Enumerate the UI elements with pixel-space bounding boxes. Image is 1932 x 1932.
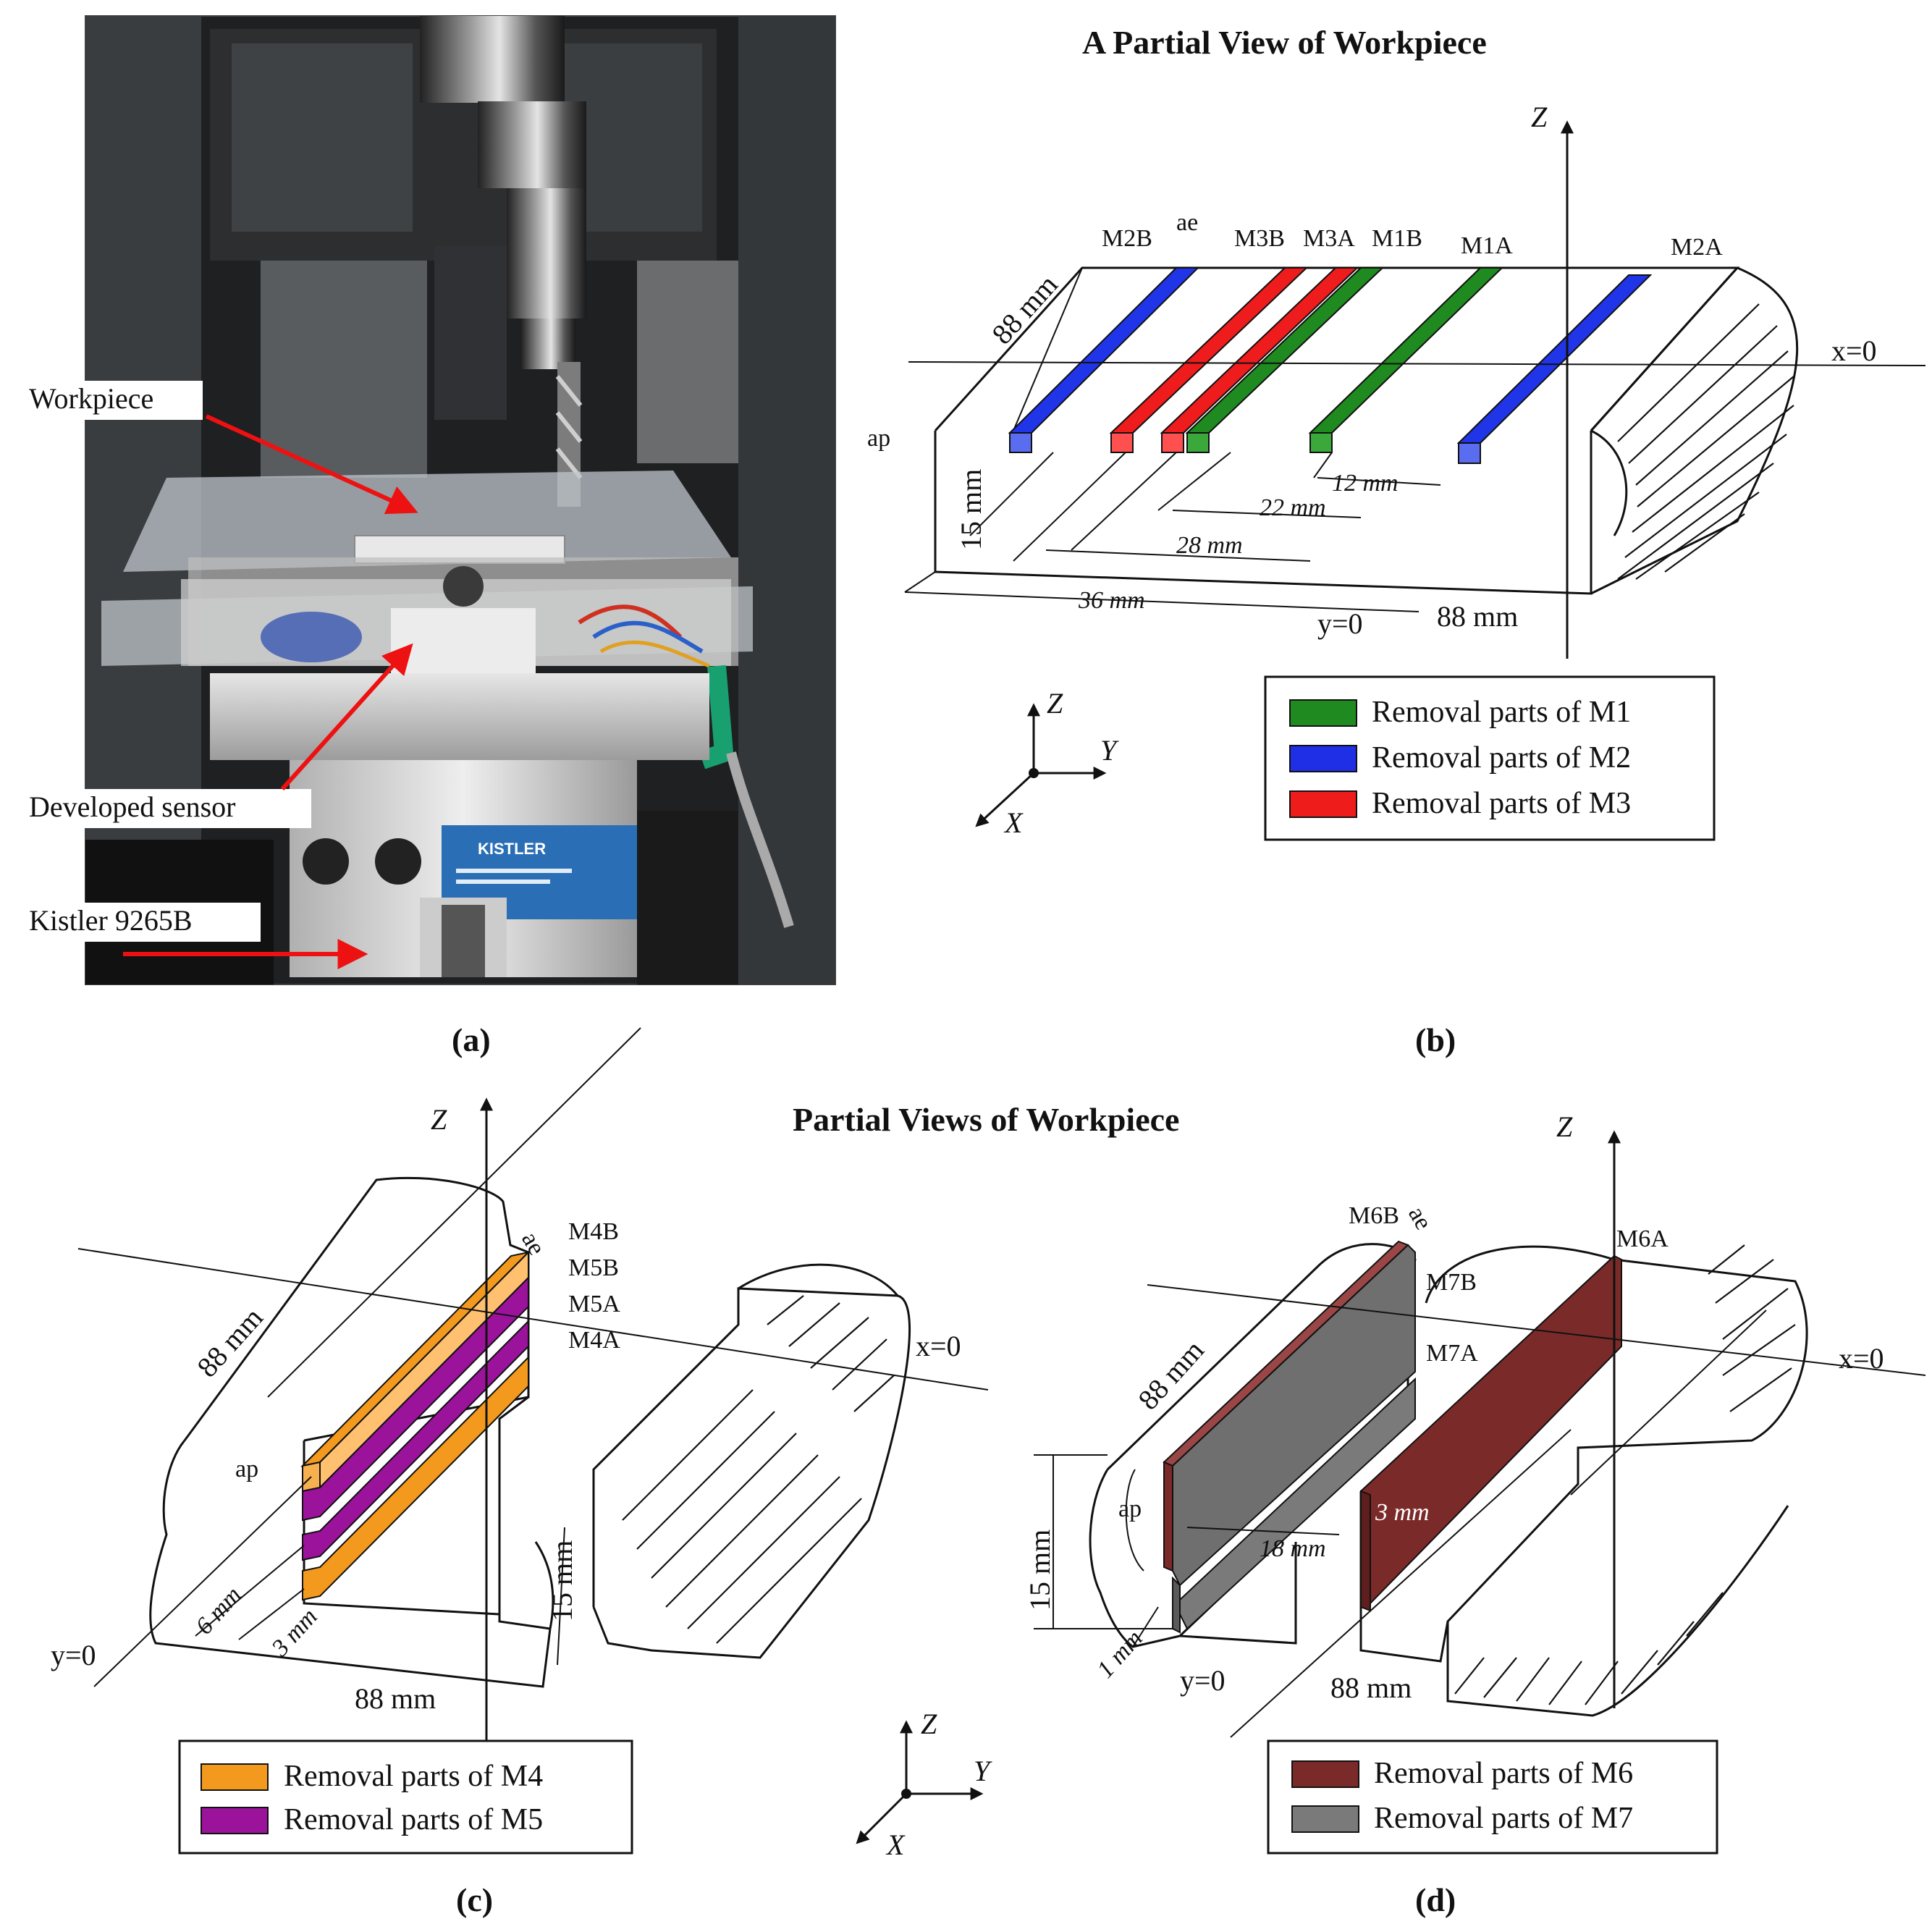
legend-label-m4: Removal parts of M4	[284, 1760, 543, 1793]
legend-swatch-m1	[1289, 699, 1357, 727]
workpiece-label: Workpiece	[29, 382, 153, 415]
legend-swatch-m5	[201, 1807, 269, 1834]
panel-d-z-axis: Z	[1556, 1110, 1573, 1143]
panel-d-slot-m6a: M6A	[1616, 1226, 1669, 1252]
panel-c-dim-height: 15 mm	[546, 1540, 578, 1621]
caption-d: (d)	[1415, 1881, 1456, 1918]
bar-m3a	[1160, 267, 1359, 453]
panel-b-dim-12: 12 mm	[1332, 470, 1399, 497]
panel-d-slot-m6b: M6B	[1349, 1202, 1399, 1229]
panel-c-slot-m5b: M5B	[568, 1254, 619, 1281]
panel-c-slot-m4a: M4A	[568, 1327, 620, 1354]
panel-c-slot-m4b: M4B	[568, 1218, 619, 1245]
panel-b-y0: y=0	[1317, 607, 1363, 640]
panel-b: A Partial View of Workpiece	[867, 24, 1926, 841]
panel-d-legend: Removal parts of M6 Removal parts of M7	[1267, 1739, 1718, 1855]
caption-b: (b)	[1415, 1021, 1456, 1058]
panel-b-slot-m1a: M1A	[1461, 232, 1513, 259]
panel-d-x0: x=0	[1839, 1342, 1884, 1375]
triad-b-y: Y	[1100, 734, 1119, 767]
bar-m5a	[302, 1319, 529, 1561]
panel-d-ap: ap	[1118, 1496, 1142, 1522]
panel-c-y0: y=0	[51, 1639, 96, 1671]
panel-d-ae: ae	[1403, 1202, 1437, 1235]
triad-b-x: X	[1003, 806, 1024, 839]
bar-m7a	[1172, 1377, 1416, 1634]
panel-d-dim-18: 18 mm	[1260, 1535, 1326, 1562]
bar-m5b	[302, 1275, 529, 1522]
legend-swatch-m3	[1289, 790, 1357, 818]
legend-label-m1: Removal parts of M1	[1372, 696, 1631, 729]
panel-b-legend: Removal parts of M1 Removal parts of M2 …	[1264, 675, 1716, 841]
panel-d-y0: y=0	[1180, 1664, 1226, 1697]
panel-c-slot-m5a: M5A	[568, 1291, 620, 1317]
panel-a-photo: KISTLER	[85, 15, 836, 985]
panel-d-dim-height: 15 mm	[1024, 1530, 1056, 1611]
panel-d: Z x=0 y=0 M6B ae M6A M7B M7A ap 88 mm 15…	[1024, 1110, 1926, 1855]
kistler-plate-text: KISTLER	[478, 840, 546, 858]
panel-b-ap: ap	[867, 425, 890, 452]
lower-triad: Z Y X	[856, 1708, 992, 1861]
panel-b-dim-length-bottom: 88 mm	[1437, 600, 1518, 633]
panel-b-dim-22: 22 mm	[1260, 494, 1326, 521]
panel-b-slot-m2b: M2B	[1102, 225, 1152, 252]
legend-swatch-m6	[1291, 1760, 1359, 1788]
panel-b-triad: Z Y X	[975, 687, 1119, 839]
triad-lower-z: Z	[921, 1708, 937, 1740]
legend-swatch-m2	[1289, 745, 1357, 772]
bar-m2b	[1008, 267, 1200, 453]
legend-label-m2: Removal parts of M2	[1372, 741, 1631, 775]
bar-m1b	[1185, 267, 1385, 453]
panel-b-dim-28: 28 mm	[1176, 532, 1243, 559]
panel-b-slot-m3a: M3A	[1303, 225, 1355, 252]
legend-label-m5: Removal parts of M5	[284, 1803, 543, 1836]
panel-c-dim-length-bottom: 88 mm	[355, 1682, 436, 1715]
panel-b-x0: x=0	[1831, 334, 1877, 367]
panel-a-annotations: Workpiece Developed sensor Kistler 9265B	[22, 381, 418, 969]
legend-swatch-m7	[1291, 1805, 1359, 1833]
bar-m1a	[1308, 267, 1504, 453]
panel-b-z-axis: Z	[1531, 101, 1548, 133]
triad-lower-x: X	[885, 1828, 906, 1861]
panel-c-x0: x=0	[916, 1330, 961, 1362]
panel-b-title: A Partial View of Workpiece	[1082, 24, 1487, 61]
bar-m3b	[1109, 267, 1309, 453]
bar-m7b	[1172, 1244, 1416, 1587]
triad-lower-y: Y	[974, 1755, 992, 1787]
panel-d-dim-length-top: 88 mm	[1131, 1334, 1210, 1417]
panel-c: Z x=0 y=0 ae M4B M5B M5A M4A ap 88 mm 15…	[51, 1027, 989, 1855]
panel-b-dim-height: 15 mm	[955, 469, 987, 550]
legend-label-m3: Removal parts of M3	[1372, 787, 1631, 820]
panel-c-ap: ap	[235, 1456, 258, 1482]
panel-b-slot-m2a: M2A	[1671, 234, 1723, 261]
legend-label-m7: Removal parts of M7	[1374, 1802, 1633, 1835]
panel-c-legend: Removal parts of M4 Removal parts of M5	[178, 1739, 633, 1855]
panel-c-z-axis: Z	[431, 1103, 447, 1136]
triad-b-z: Z	[1047, 687, 1063, 720]
workpiece-arrow	[205, 414, 418, 515]
bar-m4a	[302, 1355, 529, 1601]
panel-d-slot-m7b: M7B	[1426, 1269, 1477, 1296]
bar-m2a	[1456, 274, 1653, 464]
caption-c: (c)	[456, 1881, 493, 1918]
panel-d-slot-m7a: M7A	[1426, 1340, 1478, 1367]
panel-b-slot-m3b: M3B	[1234, 225, 1285, 252]
legend-label-m6: Removal parts of M6	[1374, 1757, 1633, 1790]
panel-d-dim-1: 1 mm	[1092, 1625, 1147, 1683]
panel-b-ae: ae	[1176, 209, 1198, 236]
legend-swatch-m4	[201, 1763, 269, 1791]
panel-b-slot-m1b: M1B	[1372, 225, 1422, 252]
panel-d-dim-length-bottom: 88 mm	[1330, 1671, 1412, 1704]
panel-c-dim-6: 6 mm	[190, 1582, 246, 1640]
panel-d-dim-3: 3 mm	[1375, 1499, 1430, 1526]
developed-sensor-label: Developed sensor	[29, 790, 235, 823]
caption-a: (a)	[452, 1021, 491, 1058]
lower-title: Partial Views of Workpiece	[793, 1101, 1179, 1138]
panel-b-dim-36: 36 mm	[1078, 587, 1145, 614]
developed-sensor-arrow	[280, 643, 413, 791]
kistler-label: Kistler 9265B	[29, 904, 193, 937]
